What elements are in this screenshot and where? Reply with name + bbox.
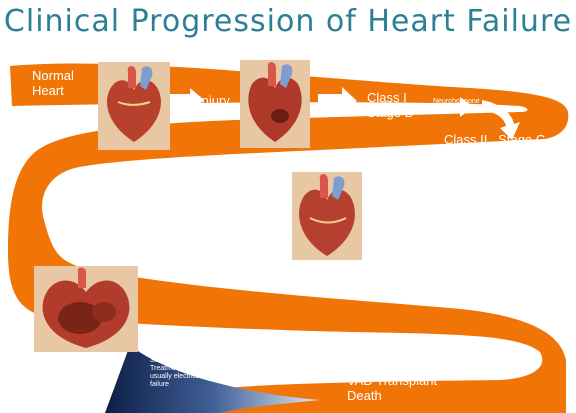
class3-detail-line: Heart is football shape, EF [182,176,292,184]
exit-label: Exit [347,347,369,362]
class4-detail-line: 30%, QRS > 130 msec, [150,357,282,365]
class2-detail-line: Aldactone, Give drugs and [444,163,570,171]
class4-detail-line: Heart is basketball shape, EF < [150,349,282,357]
class2-heading: Class II Stage C [444,132,545,147]
normal-label-line2: Heart [32,83,74,98]
class2-detail-line: arrhythmias) [444,187,570,195]
remodeling-label: Remodeling [70,198,139,213]
arrow-left-icon [136,169,178,197]
vad-label: VAD Transplant Death [347,373,437,403]
normal-label-line1: Normal [32,68,74,83]
class4-detail-line: usually electrical mechanical [150,373,282,381]
class1-label-line2: Stage B [367,105,413,120]
class3-heading: Class III Stage C [182,160,280,175]
class4-detail-line: Treatment: CRT + ICD, Death is [150,365,282,373]
neurohormone-label: Neurohormone [433,98,480,105]
class1-label: Class I Stage B [367,90,413,120]
injury-label: Injury [198,93,230,108]
arrow-right-icon [290,341,334,371]
class4-details: Heart is basketball shape, EF < 30%, QRS… [150,349,282,389]
class3-add-icd: Add ICD [182,207,292,215]
class4-heading: Class IV Stage D [150,333,249,348]
class4-detail-line: failure [150,381,282,389]
vad-label-line1: VAD Transplant [347,373,437,388]
class2-details: EF 35-40% / QRS < 120 msec / Treatment: … [444,147,570,195]
class2-detail-line: Treatment: BB, ACEI, ARB, [444,155,570,163]
class2-detail-line: devices to prevent early exit [444,171,570,179]
class3-detail-line: 30 – 35%, QRS < 130 msec, [182,184,292,192]
class1-label-line1: Class I [367,90,413,105]
class2-detail-line: EF 35-40% / QRS < 120 msec / [444,147,570,155]
arrow-left-icon [401,179,440,207]
class2-detail-line: (death is usually from [444,179,570,187]
arrow-down-icon [62,220,92,258]
arrow-right-icon [318,87,357,115]
normal-heart-label: Normal Heart [32,68,74,98]
maladaption-label: Maladaption [368,167,412,176]
class3-details: Heart is football shape, EF 30 – 35%, QR… [182,176,292,215]
vad-label-line2: Death [347,388,437,403]
class3-detail-line: Treatment: [182,192,292,200]
